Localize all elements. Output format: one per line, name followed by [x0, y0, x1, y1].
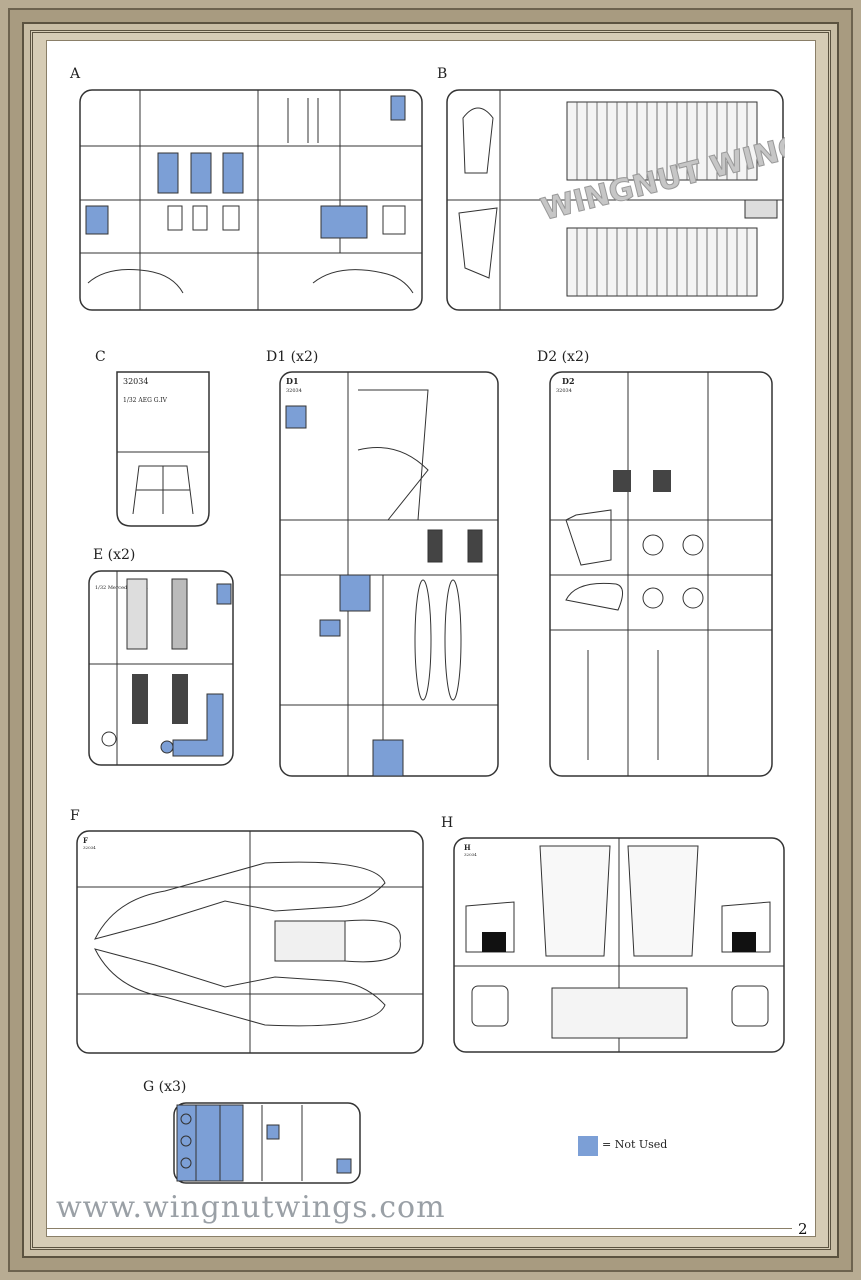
sprue-g: [173, 1102, 361, 1184]
sprue-label-f: F: [70, 808, 80, 824]
sprue-label-d2: D2 (x2): [537, 349, 590, 365]
sprue-d1-tag: D1: [286, 376, 299, 386]
sprue-d1: D1 32034: [279, 371, 499, 777]
sprue-h: H 32034: [453, 837, 785, 1053]
sprue-d2: D2 32034: [549, 371, 773, 777]
sprue-f-code: 32034: [83, 845, 96, 850]
sprue-h-tag: H: [464, 843, 471, 852]
legend-swatch: [578, 1136, 598, 1156]
sprue-label-b: B: [437, 66, 448, 82]
sprue-e-name: 1/32 Mercedes D.IVa: [95, 585, 148, 591]
sprue-label-a: A: [70, 66, 81, 82]
sprue-b: WINGNUT WINGS: [446, 89, 785, 311]
sprue-f: F 32034: [76, 830, 424, 1054]
sprue-d1-code: 32034: [286, 388, 302, 394]
sprue-e: 1/32 Mercedes D.IVa: [88, 570, 234, 766]
sprue-h-code: 32034: [464, 852, 477, 857]
footer-divider: [46, 1228, 792, 1229]
sprue-a: [79, 89, 423, 311]
sprue-c-code: 32034: [123, 377, 148, 386]
sprue-label-c: C: [95, 349, 106, 365]
legend-text: = Not Used: [602, 1138, 668, 1151]
sprue-f-tag: F: [83, 836, 88, 845]
footer-website: www.wingnutwings.com: [56, 1190, 446, 1225]
sprue-label-e: E (x2): [93, 547, 136, 563]
sprue-label-h: H: [441, 815, 454, 831]
page-number: 2: [798, 1220, 808, 1238]
sprue-d2-tag: D2: [562, 376, 575, 386]
sprue-c: 32034 1/32 AEG G.IV: [116, 371, 210, 527]
sprue-label-g: G (x3): [143, 1079, 187, 1095]
sprue-label-d1: D1 (x2): [266, 349, 319, 365]
sprue-d2-code: 32034: [556, 388, 572, 394]
sprue-c-name: 1/32 AEG G.IV: [123, 397, 168, 404]
